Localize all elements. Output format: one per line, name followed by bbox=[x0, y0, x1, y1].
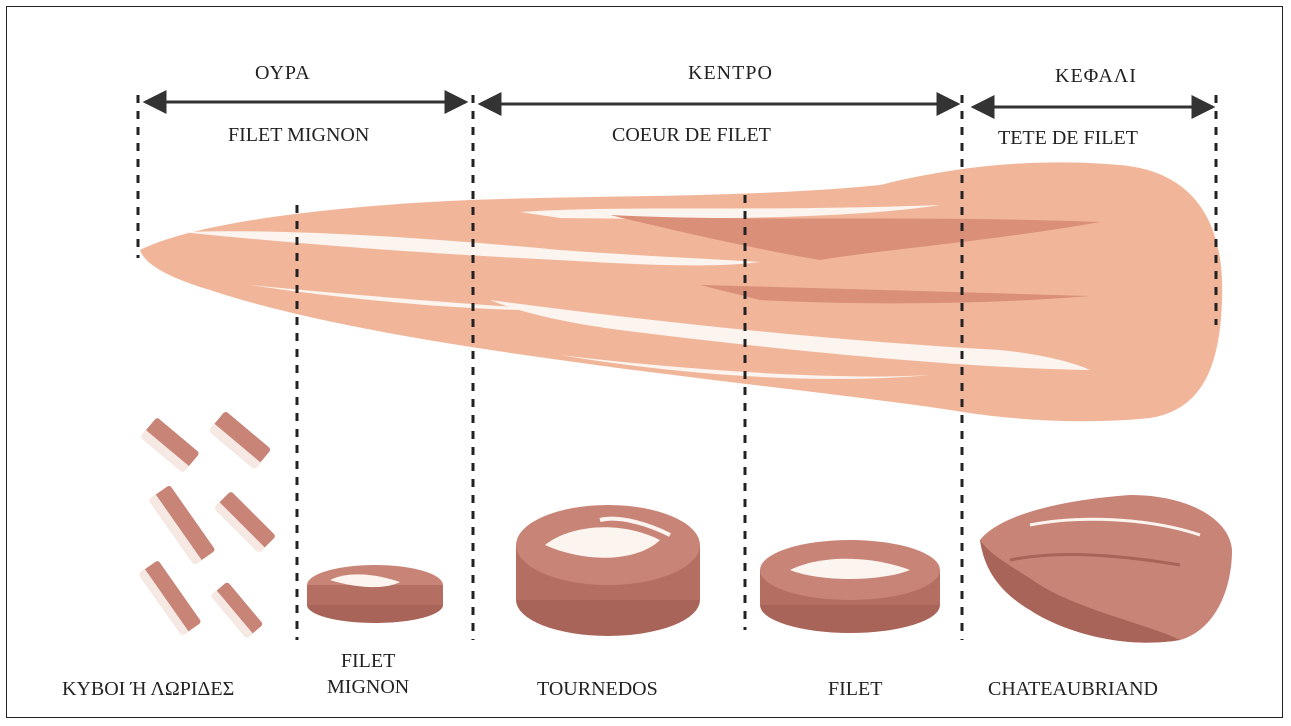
cut-label-filet: FILET bbox=[828, 678, 882, 701]
tournedos-steak bbox=[516, 505, 700, 636]
filet-steak bbox=[760, 540, 940, 633]
section-tail-title: ΟΥΡΑ bbox=[255, 62, 311, 85]
section-tail-subtitle: FILET MIGNON bbox=[228, 124, 369, 147]
section-center-title: ΚΕΝΤΡΟ bbox=[688, 62, 773, 85]
filet-mignon-steak bbox=[307, 565, 443, 623]
section-center-subtitle: COEUR DE FILET bbox=[612, 124, 771, 147]
cut-label-tournedos: TOURNEDOS bbox=[537, 678, 658, 701]
cut-label-filet-mignon-line1: FILET bbox=[327, 648, 409, 674]
cubes-strips-pieces bbox=[138, 411, 276, 639]
cut-label-cubes-strips: ΚΥΒΟΙ Ή ΛΩΡΙΔΕΣ bbox=[62, 678, 234, 701]
section-head-title: ΚΕΦΑΛΙ bbox=[1055, 65, 1137, 88]
cut-label-filet-mignon: FILET MIGNON bbox=[327, 648, 409, 700]
chateaubriand-roast bbox=[980, 495, 1232, 643]
section-head-subtitle: TETE DE FILET bbox=[998, 127, 1138, 150]
tenderloin-shape bbox=[140, 162, 1222, 421]
cut-label-filet-mignon-line2: MIGNON bbox=[327, 674, 409, 700]
cut-label-chateaubriand: CHATEAUBRIAND bbox=[988, 678, 1158, 701]
